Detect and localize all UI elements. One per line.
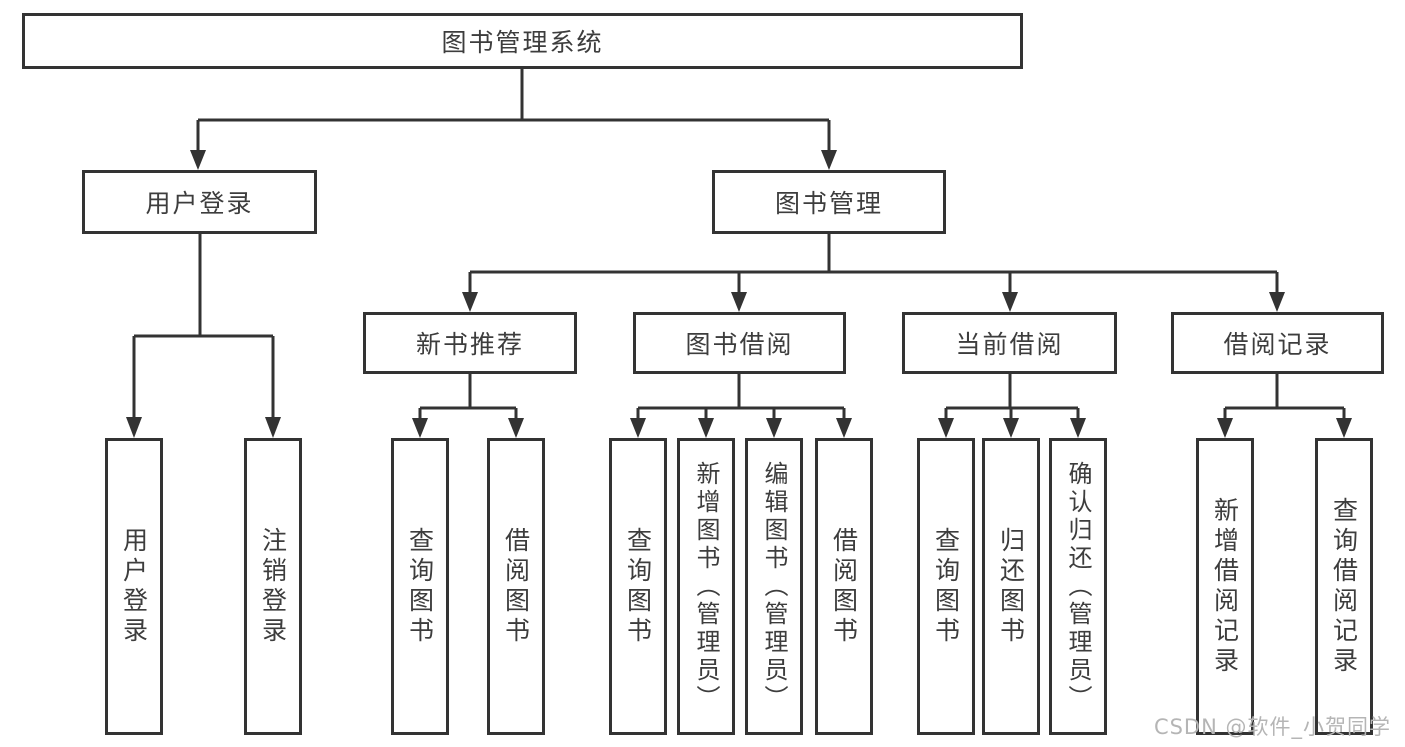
node-borrow-records: 借阅记录: [1171, 312, 1384, 374]
leaf-confirm-return-admin: 确认归还（管理员）: [1049, 438, 1107, 735]
leaf-add-borrow-record: 新增借阅记录: [1196, 438, 1254, 735]
leaf-logout: 注销登录: [244, 438, 302, 735]
node-book-borrow: 图书借阅: [633, 312, 846, 374]
leaf-return-books: 归还图书: [982, 438, 1040, 735]
arrowheads: [126, 150, 1352, 438]
node-label: 新增图书（管理员）: [692, 460, 720, 713]
leaf-add-books-admin: 新增图书（管理员）: [677, 438, 735, 735]
node-label: 查询图书: [405, 526, 435, 647]
node-label: 图书管理系统: [441, 28, 604, 57]
node-label: 用户登录: [145, 189, 254, 218]
node-label: 新书推荐: [415, 330, 524, 359]
node-label: 当前借阅: [955, 330, 1064, 359]
node-label: 新增借阅记录: [1210, 496, 1240, 677]
node-label: 注销登录: [258, 526, 288, 647]
leaf-query-books-current: 查询图书: [917, 438, 975, 735]
node-label: 查询图书: [623, 526, 653, 647]
node-new-book-recommend: 新书推荐: [363, 312, 577, 374]
node-label: 用户登录: [119, 526, 149, 647]
leaf-query-borrow-record: 查询借阅记录: [1315, 438, 1373, 735]
leaf-user-login: 用户登录: [105, 438, 163, 735]
watermark: CSDN @软件_小贺同学: [1153, 715, 1391, 739]
node-book-management: 图书管理: [712, 170, 946, 234]
node-label: 图书借阅: [685, 330, 794, 359]
node-root-library-system: 图书管理系统: [22, 13, 1023, 69]
leaf-borrow-books: 借阅图书: [815, 438, 873, 735]
node-label: 查询图书: [931, 526, 961, 647]
node-label: 图书管理: [774, 189, 883, 218]
node-label: 确认归还（管理员）: [1064, 460, 1092, 713]
node-label: 借阅记录: [1223, 330, 1332, 359]
node-label: 借阅图书: [829, 526, 859, 647]
leaf-query-books-borrow: 查询图书: [609, 438, 667, 735]
node-label: 借阅图书: [501, 526, 531, 647]
node-current-borrow: 当前借阅: [902, 312, 1117, 374]
node-label: 编辑图书（管理员）: [760, 460, 788, 713]
leaf-query-books-recommend: 查询图书: [391, 438, 449, 735]
node-label: 查询借阅记录: [1329, 496, 1359, 677]
leaf-borrow-books-recommend: 借阅图书: [487, 438, 545, 735]
node-label: 归还图书: [996, 526, 1026, 647]
leaf-edit-books-admin: 编辑图书（管理员）: [745, 438, 803, 735]
node-user-login: 用户登录: [82, 170, 317, 234]
